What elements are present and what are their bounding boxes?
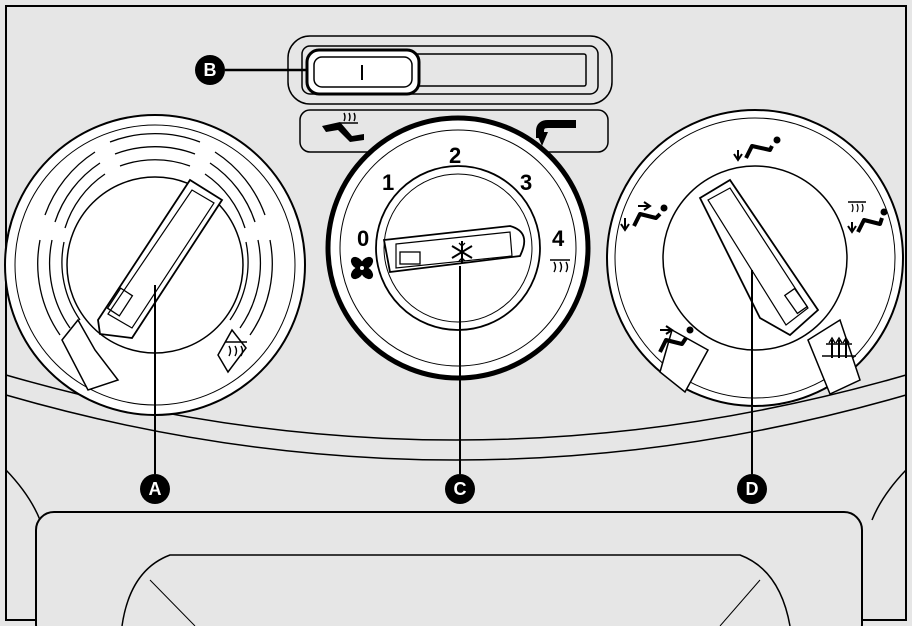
air-distribution-knob-d[interactable]	[606, 109, 904, 407]
air-recirculation-icon	[536, 120, 576, 146]
temperature-scale-slots	[37, 132, 273, 336]
dashboard-edge-left	[5, 469, 41, 521]
callout-label-b: B	[204, 60, 217, 80]
knob-d-pointer	[698, 178, 820, 337]
fan-speed-demist-icon	[550, 259, 570, 273]
dashboard-edge-right	[871, 469, 907, 521]
fan-speed-label-1: 1	[382, 170, 394, 195]
lower-compartment	[35, 511, 863, 626]
compartment-recess	[121, 554, 791, 626]
dashboard-molding-lower	[5, 394, 907, 461]
windscreen-demist-icon	[225, 341, 247, 357]
callout-label-c: C	[454, 479, 467, 499]
compartment-line-right	[719, 579, 761, 626]
fan-speed-label-0: 0	[357, 226, 369, 251]
vent-face-icon	[658, 325, 694, 353]
fan-speed-knob-c[interactable]	[325, 115, 591, 381]
fan-speed-label-3: 3	[520, 170, 532, 195]
fan-icon	[350, 256, 374, 280]
outside-air-icon	[322, 112, 364, 142]
callout-label-d: D	[746, 479, 759, 499]
callout-badge-c: C	[445, 474, 475, 504]
compartment-line-left	[149, 579, 196, 626]
vent-feet-screen-icon	[847, 201, 888, 234]
knob-c-pointer	[382, 225, 526, 273]
temperature-knob-a[interactable]	[4, 114, 306, 416]
callout-badge-d: D	[737, 474, 767, 504]
rear-window-defrost-icon	[822, 336, 856, 358]
vent-feet-icon	[733, 136, 781, 162]
fan-speed-label-4: 4	[552, 226, 565, 251]
callout-label-a: A	[149, 479, 162, 499]
callout-badge-b: B	[195, 55, 225, 85]
callout-badge-a: A	[140, 474, 170, 504]
recirculation-slider-knob[interactable]	[305, 48, 421, 96]
vent-face-feet-icon	[620, 201, 668, 232]
fan-speed-labels: 0 1 2 3 4	[357, 143, 565, 251]
knob-a-pointer	[97, 178, 224, 339]
snowflake-icon	[451, 241, 473, 263]
fan-speed-label-2: 2	[449, 143, 461, 168]
